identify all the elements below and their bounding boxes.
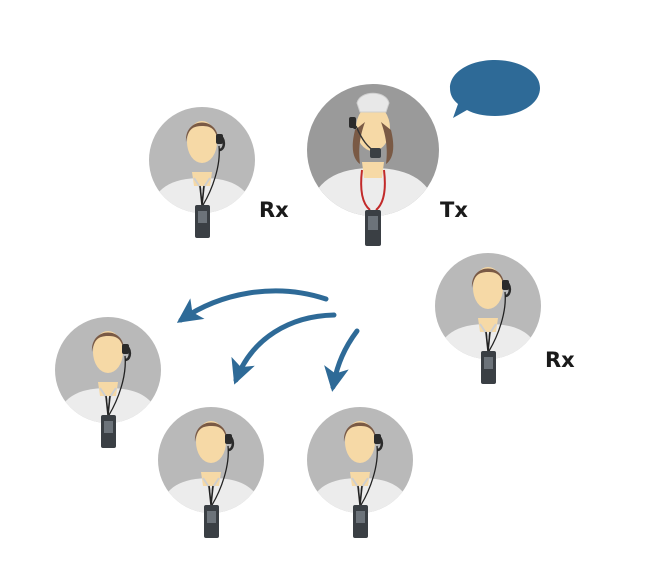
listener-icon [149, 107, 255, 238]
guide-icon [307, 84, 439, 246]
broadcast-arrow-icon [176, 288, 329, 323]
listener-icon [307, 407, 413, 538]
receiver-label: Rx [545, 348, 575, 372]
listener-icon [435, 253, 541, 384]
speech-bubble-icon [450, 60, 540, 118]
listener-icon [55, 317, 161, 448]
broadcast-arrow-icon [324, 328, 360, 392]
receiver-label: Rx [259, 198, 289, 222]
listener-icon [158, 407, 264, 538]
transmitter-label: Tx [440, 198, 468, 222]
broadcast-arrow-icon [231, 312, 337, 385]
